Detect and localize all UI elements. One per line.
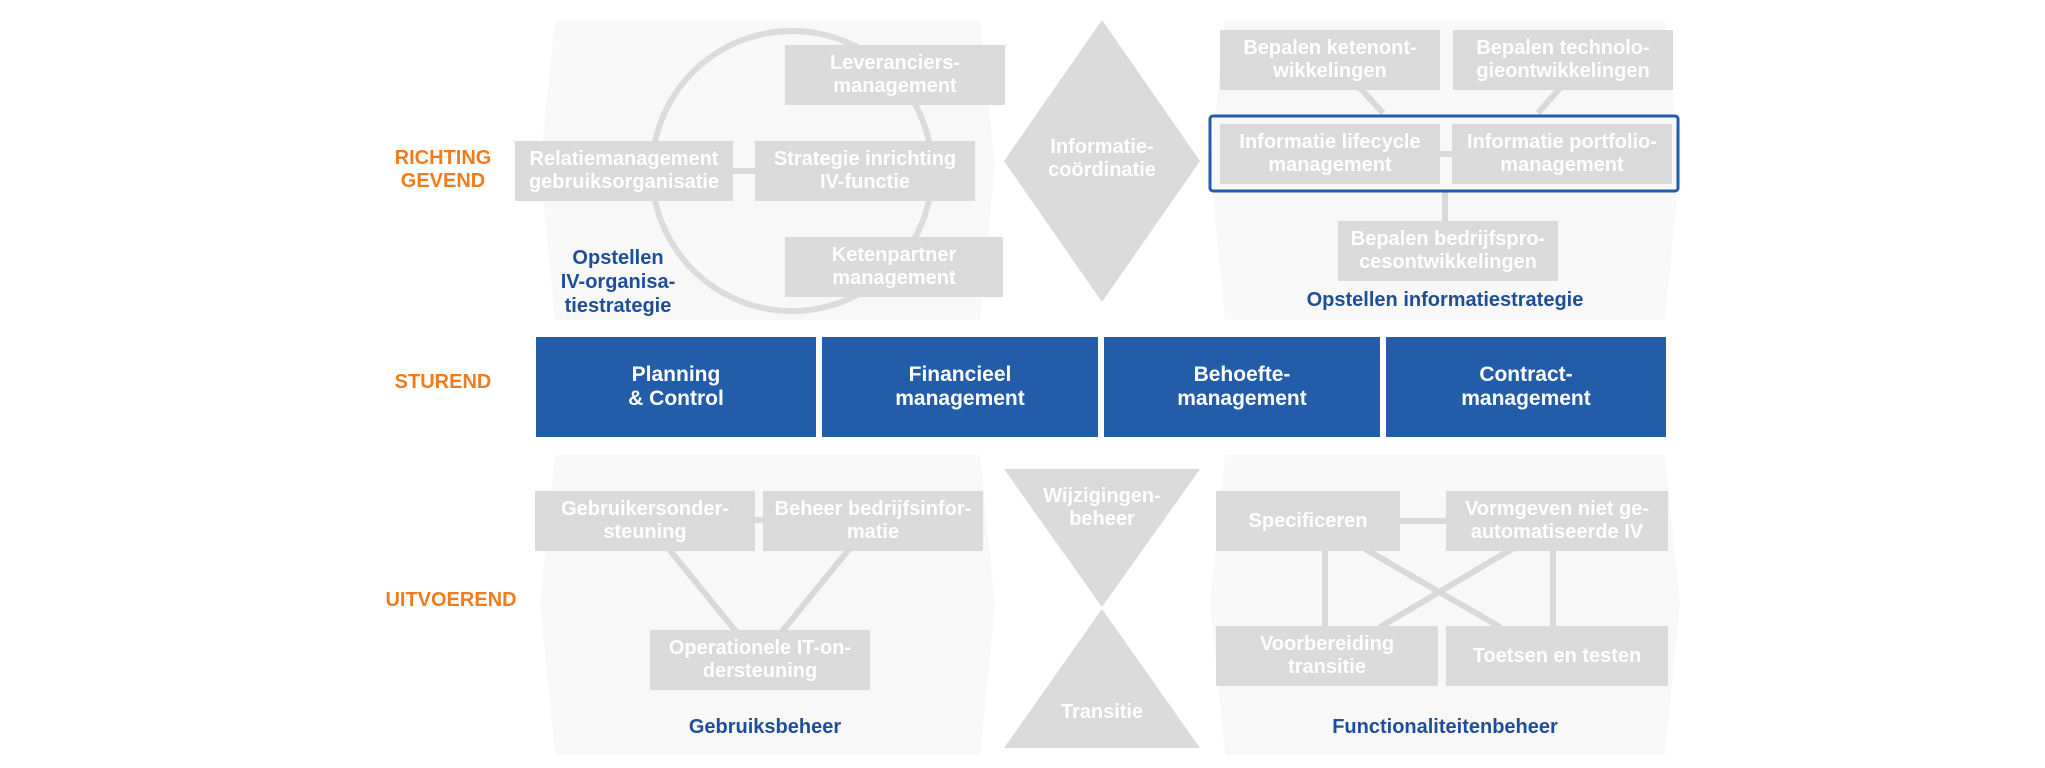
box-beheer-bedrijfsinformatie: Beheer bedrijfsinfor- matie <box>763 491 983 551</box>
panel-informatiestrategie <box>1210 20 1680 320</box>
box-ketenontwikkelingen: Bepalen ketenont- wikkelingen <box>1220 30 1440 90</box>
box-relatiemanagement: Relatiemanagement gebruiksorganisatie <box>515 141 733 201</box>
wijzigingenbeheer-triangle <box>1004 469 1200 607</box>
transitie-triangle <box>1004 609 1200 748</box>
box-strategie-inrichting: Strategie inrichting IV-functie <box>755 141 975 201</box>
box-voorbereiding-transitie: Voorbereiding transitie <box>1216 626 1438 686</box>
label-wijzigingenbeheer: Wijzigingen- beheer <box>1043 485 1161 530</box>
box-leveranciersmanagement: Leveranciers- management <box>785 45 1005 105</box>
box-operationele-it-ondersteuning: Operationele IT-on- dersteuning <box>650 630 870 690</box>
connector-spec-toetsen <box>1363 546 1502 630</box>
connector-ketenont-lifecycle <box>1357 85 1386 116</box>
connector-vormgeven-voorbereiding <box>1378 546 1514 630</box>
connector-bedrijfsinfo-operationele <box>777 546 853 636</box>
box-informatie-lifecycle: Informatie lifecycle management <box>1220 124 1440 184</box>
box-gebruikersondersteuning: Gebruikersonder- steuning <box>535 491 755 551</box>
box-informatie-portfolio: Informatie portfolio- management <box>1452 124 1672 184</box>
box-bedrijfsprocesontwikkelingen: Bepalen bedrijfspro- cesontwikkelingen <box>1338 221 1558 281</box>
block-financieel-management: Financieel management <box>822 337 1098 437</box>
caption-gebruiksbeheer: Gebruiksbeheer <box>688 716 842 738</box>
informatie-management-highlight <box>1208 114 1680 193</box>
informatie-coordinatie-diamond <box>1004 20 1200 302</box>
label-informatie-coordinatie: Informatie- coördinatie <box>1048 136 1156 181</box>
caption-functionaliteitenbeheer: Functionaliteitenbeheer <box>1332 716 1558 738</box>
connector-ondersteuning-operationele <box>665 546 741 636</box>
box-toetsen-en-testen: Toetsen en testen <box>1446 626 1668 686</box>
caption-informatiestrategie: Opstellen informatiestrategie <box>1306 289 1584 311</box>
connector-technologie-portfolio <box>1535 86 1563 115</box>
row-label-sturend: STUREND <box>394 371 492 393</box>
row-label-richting-gevend: RICHTING GEVEND <box>394 147 492 192</box>
label-transitie: Transitie <box>1060 701 1144 723</box>
box-specificeren: Specificeren <box>1216 491 1400 551</box>
box-ketenpartner-management: Ketenpartner management <box>785 237 1003 297</box>
box-vormgeven-niet-geautomatiseerde-iv: Vormgeven niet ge- automatiseerde IV <box>1446 491 1668 551</box>
row-label-uitvoerend: UITVOEREND <box>385 589 517 611</box>
caption-iv-organisatiestrategie: Opstellen IV-organisa- tiestrategie <box>560 247 676 317</box>
block-contract-management: Contract- management <box>1386 337 1666 437</box>
box-technologieontwikkelingen: Bepalen technolo- gieontwikkelingen <box>1453 30 1673 90</box>
block-planning-control: Planning & Control <box>536 337 816 437</box>
block-behoefte-management: Behoefte- management <box>1104 337 1380 437</box>
